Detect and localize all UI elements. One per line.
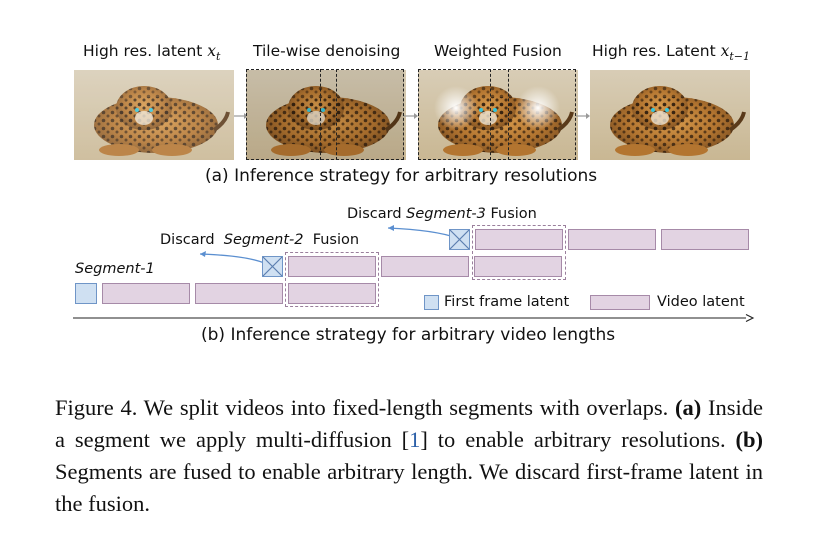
fusion-overlap-frame-1 (285, 252, 379, 307)
discarded-first-frame (262, 256, 283, 277)
panel-a-caption: (a) Inference strategy for arbitrary res… (205, 166, 598, 186)
video-latent-box (288, 283, 376, 304)
video-latent-box (568, 229, 656, 250)
fusion-divider-right (508, 69, 509, 160)
video-latent-box (474, 256, 562, 277)
video-latent-box (288, 256, 376, 277)
video-latent-box (381, 256, 469, 277)
step-2-label: Tile-wise denoising (253, 42, 401, 60)
first-frame-latent (75, 283, 97, 304)
panel-b-caption: (b) Inference strategy for arbitrary vid… (201, 325, 616, 345)
citation-link[interactable]: 1 (409, 427, 421, 452)
legend-first-label: First frame latent (444, 294, 570, 310)
caption-tag-b: (b) (735, 427, 764, 452)
legend-video-label: Video latent (657, 294, 745, 310)
tile-divider-right (336, 69, 337, 160)
video-latent-box (661, 229, 749, 250)
leopard-image-clean (588, 68, 752, 162)
arrow-icon (576, 113, 590, 119)
cross-icon (449, 229, 470, 250)
legend-first-swatch (424, 295, 439, 310)
video-latent-box (102, 283, 190, 304)
leopard-image-tiled (244, 68, 408, 162)
fusion-overlap-frame-2 (472, 225, 566, 280)
legend-video-swatch (590, 295, 650, 310)
fusion-frame (418, 69, 576, 160)
leopard-image-noisy (72, 68, 236, 162)
tile-divider-left (320, 69, 321, 160)
time-axis (73, 314, 755, 322)
figure-caption: Figure 4. We split videos into fixed-len… (55, 395, 764, 516)
video-latent-box (475, 229, 563, 250)
step-1-label: High res. latent xt (83, 42, 221, 64)
tile-frame (246, 69, 404, 160)
fusion-divider-left (490, 69, 491, 160)
discarded-first-frame (449, 229, 470, 250)
step-4-label: High res. Latent xt−1 (592, 42, 751, 64)
cross-icon (262, 256, 283, 277)
caption-tag-a: (a) (675, 395, 702, 420)
segment-2-label: Discard Segment-2 Fusion (160, 232, 360, 248)
arrow-icon (404, 113, 418, 119)
step-3-label: Weighted Fusion (434, 42, 562, 60)
segment-3-label: Discard Segment-3 Fusion (347, 206, 537, 222)
leopard-image-fused (416, 68, 580, 162)
video-latent-box (195, 283, 283, 304)
segment-1-label: Segment-1 (75, 261, 155, 277)
